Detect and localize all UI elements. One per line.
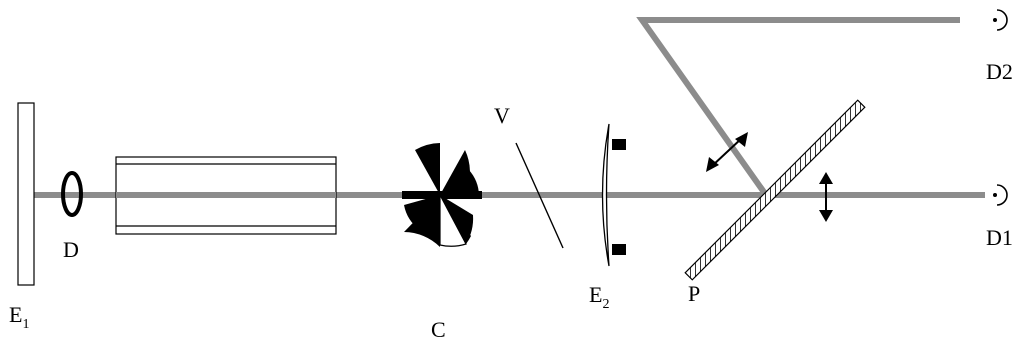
label-c: C [431, 317, 446, 342]
label-e1: E1 [9, 302, 29, 332]
translation-arrow [819, 172, 833, 222]
label-d1: D1 [986, 225, 1013, 250]
label-d2: D2 [986, 59, 1013, 84]
plate-p [684, 99, 866, 281]
detector-d1-icon [993, 184, 1008, 206]
label-v: V [494, 103, 510, 128]
label-d: D [63, 237, 79, 262]
rotation-arrow [706, 132, 748, 172]
diaphragm-d [61, 171, 83, 217]
label-e2: E2 [589, 282, 609, 312]
label-p: P [688, 281, 700, 306]
element-v [515, 142, 564, 249]
detector-d2-icon [993, 9, 1008, 31]
mirror-e2 [601, 123, 626, 267]
mirror-e1 [17, 102, 35, 286]
chopper-c [402, 143, 482, 247]
reflected-beam [636, 17, 960, 197]
